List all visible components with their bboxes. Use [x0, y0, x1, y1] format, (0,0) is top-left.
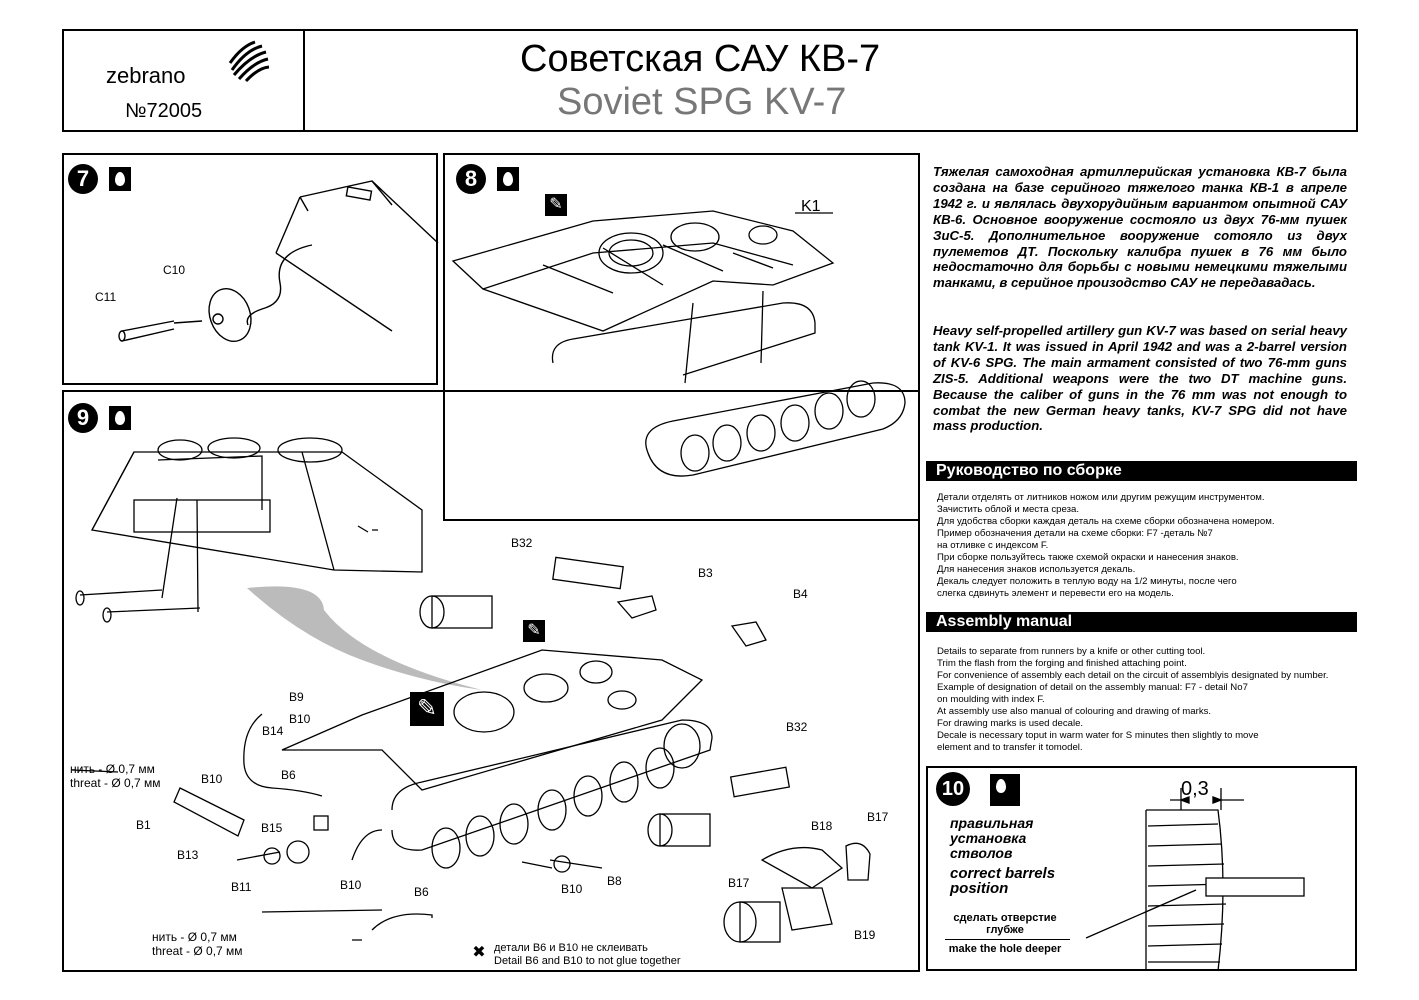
manual-en-line: For convenience of assembly each detail …: [937, 670, 1329, 681]
zebrano-logo-icon: [228, 40, 270, 83]
part-label-b8: B8: [607, 874, 622, 888]
part-label-b10-a: B10: [289, 712, 311, 726]
manual-ru-line: Для нанесения знаков используется декаль…: [937, 564, 1136, 575]
part-label-b14: B14: [262, 724, 284, 738]
manual-en-line: on moulding with index F.: [937, 694, 1045, 705]
step-number-10: 10: [936, 772, 970, 806]
part-label-b3: B3: [698, 566, 713, 580]
manual-en-line: Decale is necessary toput in warm water …: [937, 730, 1259, 741]
part-label-b17-b: B17: [728, 876, 750, 890]
knife-icon: ✎: [410, 692, 444, 726]
thread-label-1-en: threat - Ø 0,7 мм: [70, 776, 161, 790]
glue-drop-icon: [109, 167, 131, 191]
manual-ru-line: Зачистить облой и места среза.: [937, 504, 1080, 515]
part-label-c11: C11: [95, 290, 117, 304]
no-glue-note-ru: детали В6 и В10 не склеивать: [494, 942, 648, 954]
hole-divider: [945, 939, 1070, 940]
thread-label-2-ru: нить - Ø 0,7 мм: [152, 930, 237, 944]
step-9-drawing: [71, 437, 871, 943]
manual-en-line: Trim the flash from the forging and fini…: [937, 658, 1187, 669]
do-not-glue-icon: ✖: [472, 944, 486, 961]
manual-ru-line: слегка сдвинуть элемент и перевести его …: [937, 588, 1174, 599]
step-7-panel: [62, 153, 438, 385]
part-label-b1: B1: [136, 818, 151, 832]
manual-ru-line: Пример обозначения детали на схеме сборк…: [937, 528, 1213, 539]
barrel-cross-section-drawing: [1085, 788, 1305, 972]
brand-name: zebrano: [106, 63, 186, 88]
part-label-k1: K1: [801, 198, 821, 215]
step-7-drawing: [118, 180, 439, 342]
description-en: Heavy self-propelled artillery gun KV-7 …: [933, 323, 1347, 434]
step-number-8: 8: [456, 164, 486, 194]
step-8-drawing: [451, 210, 906, 477]
part-label-b11: B11: [231, 880, 252, 894]
manual-ru-line: При сборке пользуйтесь также схемой окра…: [937, 552, 1239, 563]
header-frame: [62, 29, 1358, 132]
manual-ru-line: Для удобства сборки каждая деталь на схе…: [937, 516, 1275, 527]
step-number-9: 9: [68, 403, 98, 433]
page-title-en: Soviet SPG KV-7: [557, 81, 847, 123]
dimension-value: 0,3: [1181, 778, 1209, 800]
manual-en-line: element and to transfer it tomodel.: [937, 742, 1083, 753]
part-label-b17-a: B17: [867, 810, 889, 824]
part-label-b10-b: B10: [201, 772, 223, 786]
part-label-b13: B13: [177, 848, 199, 862]
manual-ru-line: Декаль следует положить в теплую воду на…: [937, 576, 1237, 587]
glue-drop-icon: [990, 774, 1020, 806]
step-10-panel: [926, 766, 1357, 971]
part-label-b10-c: B10: [340, 878, 362, 892]
step-9-panel: [62, 390, 920, 972]
hole-note-ru: сделать отверстие глубже: [953, 912, 1057, 936]
correct-position-ru: правильная установка стволов: [950, 815, 1034, 861]
knife-icon: ✎: [523, 620, 545, 642]
manual-en-line: At assembly use also manual of colouring…: [937, 706, 1212, 717]
step-8-panel: [443, 153, 920, 521]
thread-label-2-en: threat - Ø 0,7 мм: [152, 944, 243, 958]
part-label-b18: B18: [811, 819, 833, 833]
description-ru: Тяжелая самоходная артиллерийская устано…: [933, 164, 1347, 291]
manual-heading-en: Assembly manual: [926, 612, 1357, 632]
part-label-b6-b: B6: [414, 885, 429, 899]
step-number-7: 7: [68, 164, 98, 194]
manual-ru-line: Детали отделять от литников ножом или др…: [937, 492, 1265, 503]
part-label-b9: B9: [289, 690, 304, 704]
part-label-b15: B15: [261, 821, 283, 835]
thread-label-1-ru: нить - Ø 0,7 мм: [70, 762, 155, 776]
correct-position-en: correct barrels position: [950, 865, 1056, 897]
part-label-c10: C10: [163, 263, 186, 277]
no-glue-note-en: Detail B6 and B10 to not glue together: [494, 955, 681, 967]
manual-en-line: Details to separate from runners by a kn…: [937, 646, 1206, 657]
glue-drop-icon: [109, 406, 131, 430]
manual-heading-ru: Руководство по сборке: [926, 461, 1357, 481]
part-label-b32-top: B32: [511, 536, 533, 550]
knife-icon: ✎: [545, 194, 567, 216]
part-label-b32-right: B32: [786, 720, 808, 734]
header-divider: [303, 30, 305, 131]
manual-en-line: Example of designation of detail on the …: [937, 682, 1248, 693]
hole-note-en: make the hole deeper: [948, 943, 1062, 955]
part-label-b4: B4: [793, 587, 808, 601]
catalog-number: №72005: [125, 100, 203, 122]
glue-drop-icon: [497, 167, 519, 191]
page-title-ru: Советская САУ КВ-7: [520, 38, 881, 80]
part-label-b10-d: B10: [561, 882, 583, 896]
part-label-b19: B19: [854, 928, 876, 942]
manual-ru-line: на отливке с индексом F.: [937, 540, 1049, 551]
part-label-b6-a: B6: [281, 768, 296, 782]
manual-en-line: For drawing marks is used decale.: [937, 718, 1084, 729]
